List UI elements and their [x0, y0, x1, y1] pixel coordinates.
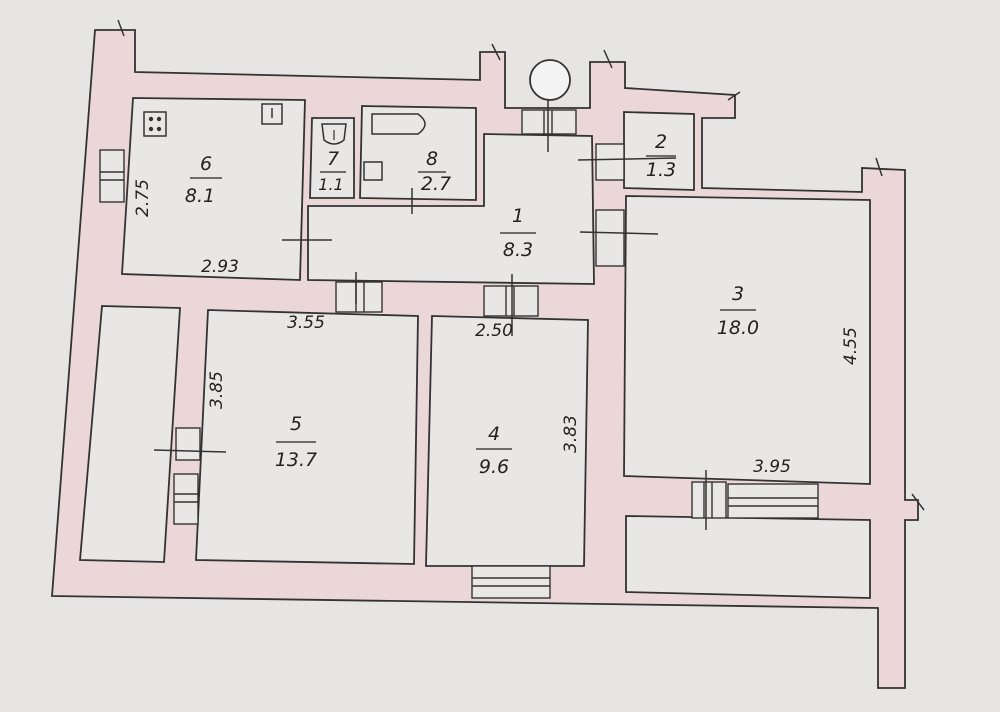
room-labels: 1 8.3 2 1.3 3 18.0 4 9.6 5 13.7 6 8.1 7 … — [185, 131, 759, 478]
door-ticks — [117, 19, 925, 530]
room-8-number: 8 — [426, 148, 438, 170]
room-4-bedroom — [425, 315, 589, 567]
room4-height-dim: 3.83 — [561, 415, 581, 453]
toilet-icon — [321, 123, 347, 145]
room-3-number: 3 — [732, 283, 744, 305]
room5-height-dim: 3.85 — [207, 371, 227, 409]
room-1-number: 1 — [512, 205, 524, 227]
room-3-living — [623, 195, 871, 485]
room-7-number: 7 — [327, 148, 339, 170]
sink-icon — [261, 103, 283, 125]
ventilation-shaft-icon — [529, 59, 571, 101]
dimension-labels: 2.75 2.93 3.55 3.85 2.50 3.83 4.55 3.95 — [133, 179, 861, 477]
room-8-bathroom — [359, 105, 477, 201]
stove-icon — [143, 111, 167, 137]
room-6-number: 6 — [200, 153, 212, 175]
room-5-bedroom — [195, 309, 419, 565]
room-6-kitchen — [121, 97, 306, 281]
room-1-hallway — [307, 133, 595, 285]
room6-height-dim: 2.75 — [133, 179, 153, 217]
room-2-number: 2 — [655, 131, 667, 153]
room-8-area: 2.7 — [421, 173, 451, 195]
room-4-number: 4 — [488, 423, 500, 445]
room3-height-dim: 4.55 — [841, 327, 861, 365]
room-4-area: 9.6 — [479, 456, 509, 478]
balcony-left — [79, 305, 181, 563]
room5-width-dim: 3.55 — [287, 313, 325, 333]
room-5-area: 13.7 — [275, 449, 317, 471]
room-7-toilet — [309, 117, 355, 199]
room-3-area: 18.0 — [717, 317, 759, 339]
room-2-area: 1.3 — [646, 159, 676, 181]
room-7-area: 1.1 — [318, 175, 343, 194]
room6-width-dim: 2.93 — [201, 257, 239, 277]
room4-width-dim: 2.50 — [475, 321, 513, 341]
room3-width-dim: 3.95 — [753, 457, 791, 477]
bathtub-icon — [363, 113, 426, 181]
balcony-bottom-right — [625, 515, 871, 599]
room-1-area: 8.3 — [503, 239, 533, 261]
room-5-number: 5 — [290, 413, 302, 435]
room-6-area: 8.1 — [185, 185, 215, 207]
